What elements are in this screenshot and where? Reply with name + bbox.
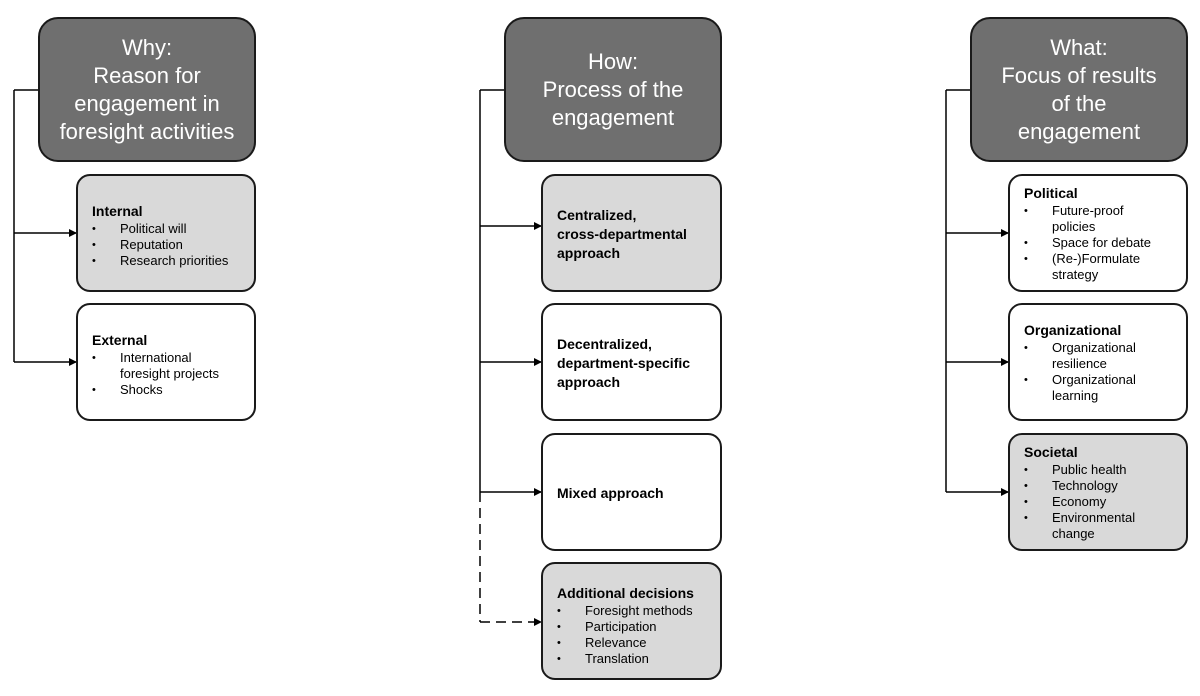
list-item: Technology xyxy=(1024,478,1149,494)
additional-decisions-title: Additional decisions xyxy=(557,585,694,601)
centralized-title-line-3: approach xyxy=(557,244,621,261)
how-header: How: Process of the engagement xyxy=(504,17,722,162)
list-item: Organizational learning xyxy=(1024,372,1149,404)
political-title: Political xyxy=(1024,185,1078,201)
list-item: Translation xyxy=(557,651,706,667)
decentralized-box: Decentralized, department-specific appro… xyxy=(541,303,722,421)
list-item: Economy xyxy=(1024,494,1149,510)
list-item: Participation xyxy=(557,619,706,635)
mixed-approach-box: Mixed approach xyxy=(541,433,722,551)
list-item: Research priorities xyxy=(92,253,240,269)
organizational-list: Organizational resilience Organizational… xyxy=(1024,340,1149,404)
list-item: Public health xyxy=(1024,462,1149,478)
mixed-approach-title: Mixed approach xyxy=(557,484,664,501)
list-item: Space for debate xyxy=(1024,235,1151,251)
how-header-line-1: How: xyxy=(587,48,639,74)
organizational-box: Organizational Organizational resilience… xyxy=(1008,303,1188,421)
additional-decisions-box: Additional decisions Foresight methods P… xyxy=(541,562,722,680)
external-box: External International foresight project… xyxy=(76,303,256,421)
list-item: (Re-)Formulate strategy xyxy=(1024,251,1144,283)
societal-list: Public health Technology Economy Environ… xyxy=(1024,462,1149,542)
centralized-title-line-1: Centralized, xyxy=(557,206,637,223)
list-item: Future-proof policies xyxy=(1024,203,1144,235)
list-item: Political will xyxy=(92,221,240,237)
internal-box: Internal Political will Reputation Resea… xyxy=(76,174,256,292)
list-item: Environmental change xyxy=(1024,510,1149,542)
how-header-line-2: Process of the xyxy=(542,76,684,102)
additional-decisions-list: Foresight methods Participation Relevanc… xyxy=(557,603,706,667)
decentralized-title-line-1: Decentralized, xyxy=(557,335,652,352)
external-list: International foresight projects Shocks xyxy=(92,350,220,398)
why-header-line-3: engagement in xyxy=(74,90,220,116)
decentralized-title: Decentralized, department-specific appro… xyxy=(557,335,690,392)
external-title: External xyxy=(92,332,148,348)
societal-box: Societal Public health Technology Econom… xyxy=(1008,433,1188,551)
why-header: Why: Reason for engagement in foresight … xyxy=(38,17,256,162)
internal-title: Internal xyxy=(92,203,143,219)
organizational-title: Organizational xyxy=(1024,322,1122,338)
list-item: Relevance xyxy=(557,635,706,651)
list-item: Organizational resilience xyxy=(1024,340,1149,372)
how-header-line-3: engagement xyxy=(551,104,675,130)
why-header-line-1: Why: xyxy=(121,34,173,60)
list-item: Foresight methods xyxy=(557,603,706,619)
political-box: Political Future-proof policies Space fo… xyxy=(1008,174,1188,292)
why-header-line-2: Reason for xyxy=(93,62,201,88)
list-item: Shocks xyxy=(92,382,220,398)
what-header-line-1: What: xyxy=(1050,34,1108,60)
centralized-box: Centralized, cross-departmental approach xyxy=(541,174,722,292)
societal-title: Societal xyxy=(1024,444,1078,460)
list-item: International foresight projects xyxy=(92,350,220,382)
centralized-title-line-2: cross-departmental xyxy=(557,225,687,242)
internal-list: Political will Reputation Research prior… xyxy=(92,221,240,269)
centralized-title: Centralized, cross-departmental approach xyxy=(557,206,687,263)
political-list: Future-proof policies Space for debate (… xyxy=(1024,203,1151,283)
why-header-line-4: foresight activities xyxy=(59,118,235,144)
what-header-line-2: Focus of results xyxy=(1001,62,1157,88)
what-header-line-4: engagement xyxy=(1017,118,1141,144)
what-header-line-3: of the xyxy=(1051,90,1107,116)
decentralized-title-line-2: department-specific xyxy=(557,354,691,371)
decentralized-title-line-3: approach xyxy=(557,373,621,390)
what-header: What: Focus of results of the engagement xyxy=(970,17,1188,162)
list-item: Reputation xyxy=(92,237,240,253)
